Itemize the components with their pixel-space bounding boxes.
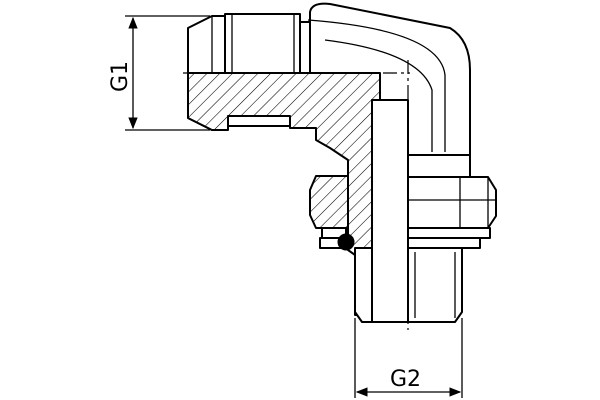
dimension-g2: G2 <box>354 318 463 398</box>
g2-label: G2 <box>390 367 421 392</box>
o-ring <box>319 233 481 251</box>
sectioned-body <box>187 72 409 323</box>
hex-nut <box>309 154 497 239</box>
center-lines <box>183 60 410 330</box>
dimension-g1: G1 <box>108 15 210 131</box>
g1-label: G1 <box>108 61 133 92</box>
threaded-stud <box>354 247 463 323</box>
